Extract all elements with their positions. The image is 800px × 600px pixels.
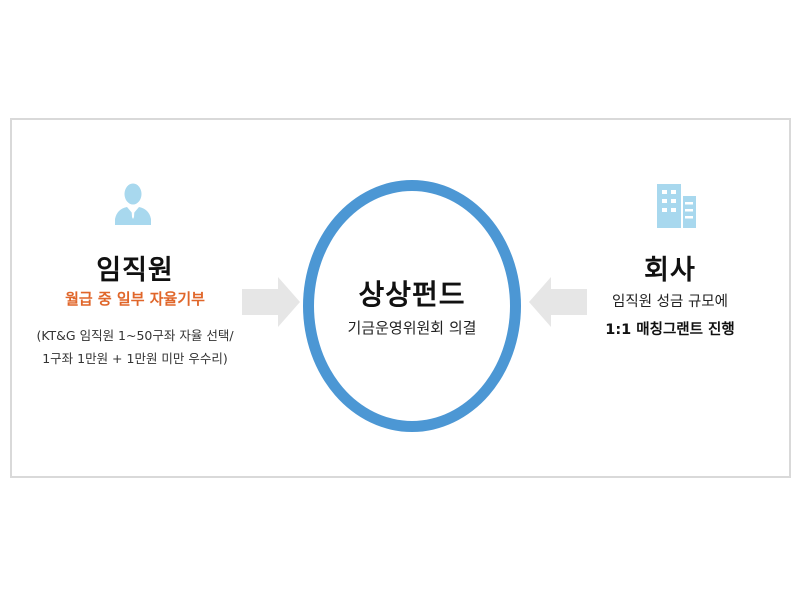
company-matching-grant: 1:1 매칭그랜트 진행: [605, 322, 735, 338]
fund-circle: [303, 180, 521, 432]
arrow-right-icon: [242, 277, 300, 327]
fund-title: 상상펀드: [358, 278, 466, 311]
building-icon: [657, 184, 696, 228]
company-title: 회사: [644, 255, 696, 286]
company-line1: 임직원 성금 규모에: [612, 294, 728, 310]
arrow-left-icon: [529, 277, 587, 327]
employee-note-line1: (KT&G 임직원 1~50구좌 자율 선택/: [36, 328, 234, 343]
fund-subtitle: 기금운영위원회 의결: [347, 319, 477, 337]
employee-note-line2: 1구좌 1만원 + 1만원 미만 우수리): [42, 351, 228, 366]
person-icon: [115, 183, 151, 225]
employee-title: 임직원: [96, 255, 174, 286]
employee-donation-highlight: 월급 중 일부 자율기부: [65, 290, 205, 308]
